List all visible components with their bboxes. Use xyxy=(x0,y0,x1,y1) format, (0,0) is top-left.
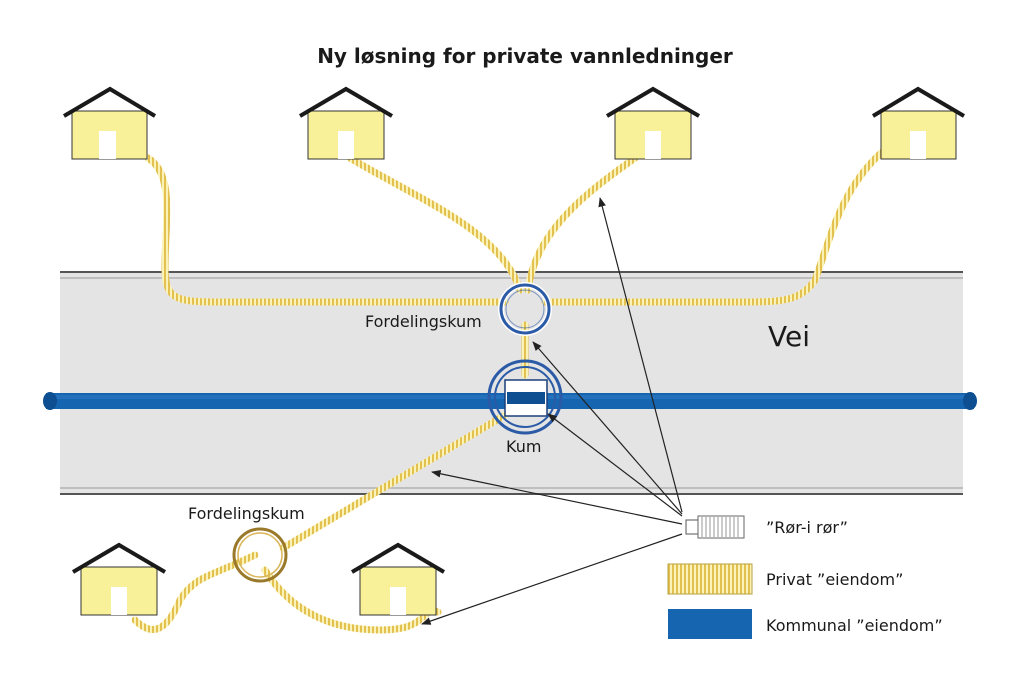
private-pipe-house-4 xyxy=(541,148,886,306)
lower-fordelingskum xyxy=(232,527,288,583)
diagram-title: Ny løsning for private vannledninger xyxy=(317,44,733,68)
arrow-to-main-kum xyxy=(547,413,683,517)
arrow-to-house-6-pipe xyxy=(421,533,683,625)
fordelingskum-lower-label: Fordelingskum xyxy=(188,504,305,523)
kum-label: Kum xyxy=(506,437,541,456)
private-pipe-house-3 xyxy=(524,154,639,294)
legend-label-pipe-in-pipe: ”Rør-i rør” xyxy=(766,518,848,537)
legend: ”Rør-i rør” Privat ”eiendom” Kommunal ”e… xyxy=(667,515,943,639)
private-pipe-house-1 xyxy=(144,154,509,306)
upper-fordelingskum xyxy=(498,282,552,336)
legend-label-private: Privat ”eiendom” xyxy=(766,570,903,589)
house-6 xyxy=(350,542,446,616)
private-pipe-house-2 xyxy=(346,154,524,294)
main-kum xyxy=(487,359,563,435)
private-pipe-house-5 xyxy=(131,551,259,633)
house-4 xyxy=(871,86,966,160)
fordelingskum-upper-label: Fordelingskum xyxy=(365,312,482,331)
arrow-to-upper-kum-link xyxy=(532,341,683,515)
arrow-to-diagonal-pipe xyxy=(431,469,683,525)
pointer-arrows xyxy=(421,197,683,625)
house-3 xyxy=(605,86,701,160)
private-pipe-diagonal xyxy=(279,411,509,552)
legend-municipal-swatch xyxy=(668,609,752,639)
legend-private-swatch xyxy=(667,563,753,595)
legend-pipe-in-pipe-symbol xyxy=(685,515,745,539)
legend-label-municipal: Kommunal ”eiendom” xyxy=(766,616,943,635)
house-5 xyxy=(71,542,167,616)
house-2 xyxy=(298,86,394,160)
house-1 xyxy=(62,86,157,160)
arrow-to-top-pipe xyxy=(598,197,683,513)
road-label: Vei xyxy=(768,320,810,353)
